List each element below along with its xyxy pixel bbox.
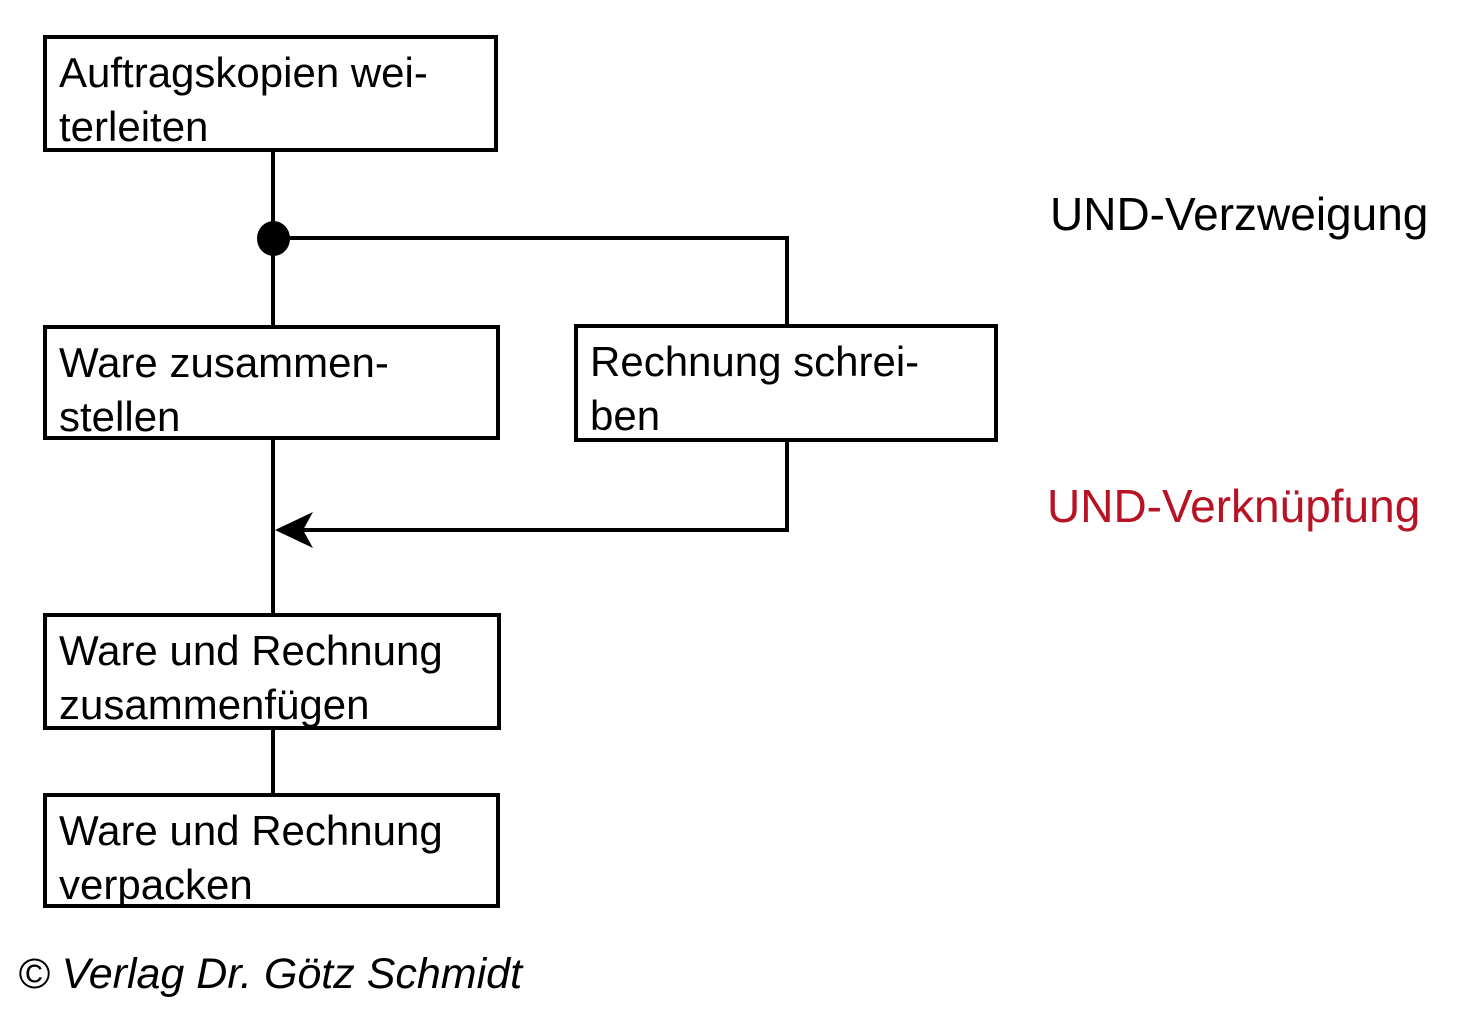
flow-box-ware-rechnung-verpacken: Ware und Rechnung verpacken <box>43 793 500 908</box>
flow-box-auftragskopien-weiterleiten: Auftragskopien wei- terleiten <box>43 35 498 152</box>
connector-ware-to-zusammenfuegen <box>271 440 275 613</box>
flow-box-text-line: stellen <box>59 393 181 440</box>
flow-box-rechnung-schreiben: Rechnung schrei- ben <box>574 324 998 442</box>
connector-merge-horizontal <box>295 528 789 532</box>
copyright-text: © Verlag Dr. Götz Schmidt <box>18 950 523 998</box>
label-und-verknuepfung: UND-Verknüpfung <box>1047 480 1421 532</box>
flow-box-text-line: Auftragskopien wei- <box>59 49 428 96</box>
flow-box-text-line: Ware und Rechnung <box>59 627 443 674</box>
flow-box-text-line: verpacken <box>59 861 253 908</box>
flow-box-text-line: Ware und Rechnung <box>59 807 443 854</box>
connector-branch-horizontal <box>273 236 789 240</box>
flow-box-ware-zusammenstellen: Ware zusammen- stellen <box>43 325 500 440</box>
flow-box-text-line: ben <box>590 392 661 439</box>
connector-zusammenfuegen-to-verpacken <box>271 730 275 793</box>
flow-box-text-line: Rechnung schrei- <box>590 338 920 385</box>
label-und-verzweigung: UND-Verzweigung <box>1050 188 1429 240</box>
merge-arrowhead-icon <box>275 512 313 548</box>
flow-box-text-line: terleiten <box>59 103 209 150</box>
connector-rechnung-down <box>785 442 789 532</box>
flow-box-text-line: Ware zusammen- <box>59 339 389 386</box>
flow-box-text-line: zusammenfügen <box>59 681 370 728</box>
flow-box-ware-rechnung-zusammenfuegen: Ware und Rechnung zusammenfügen <box>43 613 501 730</box>
connector-branch-to-rechnung <box>785 238 789 326</box>
